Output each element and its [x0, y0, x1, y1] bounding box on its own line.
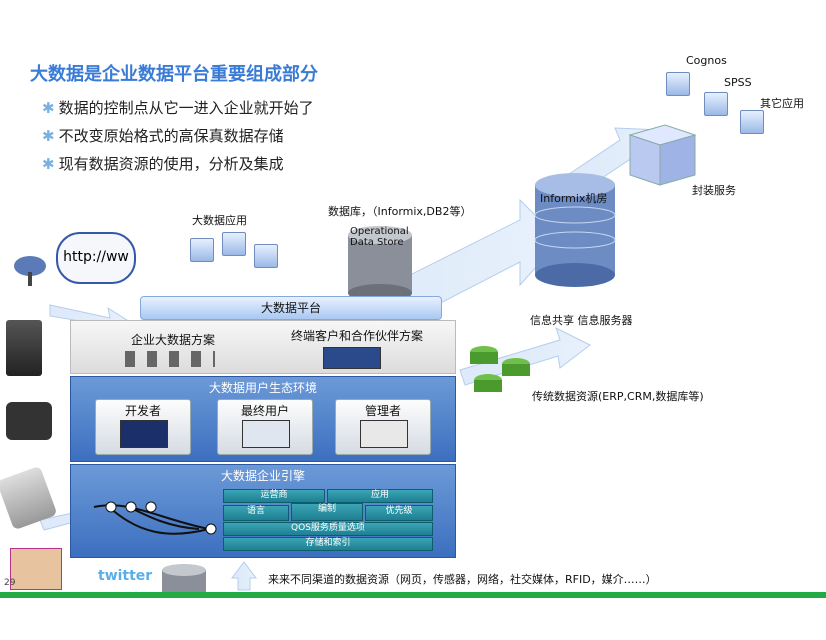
admin-card: 管理者: [335, 399, 431, 455]
engine-title: 大数据企业引擎: [220, 469, 305, 483]
informix-database-icon: [534, 173, 616, 287]
monitor-icon: [666, 72, 690, 96]
sources-label: 来来不同渠道的数据资源（网页，传感器，网络，社交媒体，RFID，媒介……）: [268, 573, 657, 586]
cognos-label: Cognos: [686, 54, 727, 67]
database-label: 数据库，（Informix,DB2等）: [328, 205, 472, 218]
cube-icon: [628, 124, 697, 186]
monitor-icon: [190, 238, 214, 262]
monitor-icon: [222, 232, 246, 256]
end-user-screen: [242, 420, 290, 448]
partner-solution-label: 终端客户和合作伙伴方案: [291, 329, 424, 343]
bullet-2: ✱不改变原始格式的高保真数据存储: [42, 125, 284, 146]
bullet-text: 数据的控制点从它一进入企业就开始了: [58, 99, 314, 117]
twitter-logo: twitter: [98, 568, 153, 584]
info-share-label: 信息共享 信息服务器: [530, 314, 633, 327]
bullet-text: 现有数据资源的使用，分析及集成: [58, 155, 284, 173]
end-user-label: 最终用户: [240, 404, 289, 418]
informix-room-label: Informix机房: [540, 192, 608, 205]
bullet-marker-icon: ✱: [42, 155, 55, 173]
language-cell: 语言: [223, 505, 289, 521]
rfid-card-icon: [10, 548, 62, 590]
ecosystem-title: 大数据用户生态环境: [208, 381, 317, 395]
bullet-text: 不改变原始格式的高保真数据存储: [58, 127, 284, 145]
ecosystem-panel: 大数据用户生态环境 开发者 最终用户 管理者: [70, 376, 456, 462]
bullet-1: ✱数据的控制点从它一进入企业就开始了: [42, 97, 314, 118]
monitor-icon: [254, 244, 278, 268]
monitor-icon: [704, 92, 728, 116]
page-number: 29: [4, 578, 16, 588]
http-bubble: http://ww: [56, 232, 136, 284]
bullet-3: ✱现有数据资源的使用，分析及集成: [42, 153, 284, 174]
platform-bar: 大数据平台: [140, 296, 442, 320]
priority-cell: 优先级: [365, 505, 433, 521]
end-user-card: 最终用户: [217, 399, 313, 455]
other-apps-label: 其它应用: [760, 97, 804, 110]
database-icon: [162, 564, 206, 592]
qos-cell: QOS服务质量选项: [223, 522, 433, 536]
developer-card: 开发者: [95, 399, 191, 455]
application-cell: 应用: [327, 489, 433, 503]
package-service-label: 封装服务: [692, 184, 736, 197]
legacy-sources-label: 传统数据资源(ERP,CRM,数据库等): [532, 390, 704, 403]
compile-cell: 编制: [291, 503, 363, 521]
storage-cell: 存储和索引: [223, 537, 433, 551]
engine-panel: 大数据企业引擎 运营商 应用 语言 编制 优先级 QOS服务质量选项 存储和索引: [70, 464, 456, 558]
page-title: 大数据是企业数据平台重要组成部分: [30, 64, 318, 85]
ods-label: Operational Data Store: [350, 226, 409, 248]
ods-database-icon: [348, 226, 412, 302]
enterprise-solution-label: 企业大数据方案: [131, 333, 216, 347]
monitor-icon: [740, 110, 764, 134]
server-icon: [6, 320, 42, 376]
admin-label: 管理者: [364, 404, 401, 418]
developer-label: 开发者: [124, 404, 161, 418]
legacy-database-icon: [470, 346, 530, 392]
solutions-panel: 企业大数据方案 终端客户和合作伙伴方案: [70, 320, 456, 374]
solution-icons: [125, 351, 215, 367]
admin-screen: [360, 420, 408, 448]
footer-bar: [0, 592, 826, 598]
bigdata-apps-label: 大数据应用: [192, 214, 247, 227]
camera-icon: [6, 402, 52, 440]
arrow-up-sources: [231, 561, 257, 591]
spss-label: SPSS: [724, 76, 752, 89]
developer-screen: [120, 420, 168, 448]
flow-graph-icon: [93, 501, 217, 535]
screen-icon: [323, 347, 381, 369]
operator-cell: 运营商: [223, 489, 325, 503]
bullet-marker-icon: ✱: [42, 127, 55, 145]
bullet-marker-icon: ✱: [42, 99, 55, 117]
satellite-dish-icon: [14, 256, 46, 286]
